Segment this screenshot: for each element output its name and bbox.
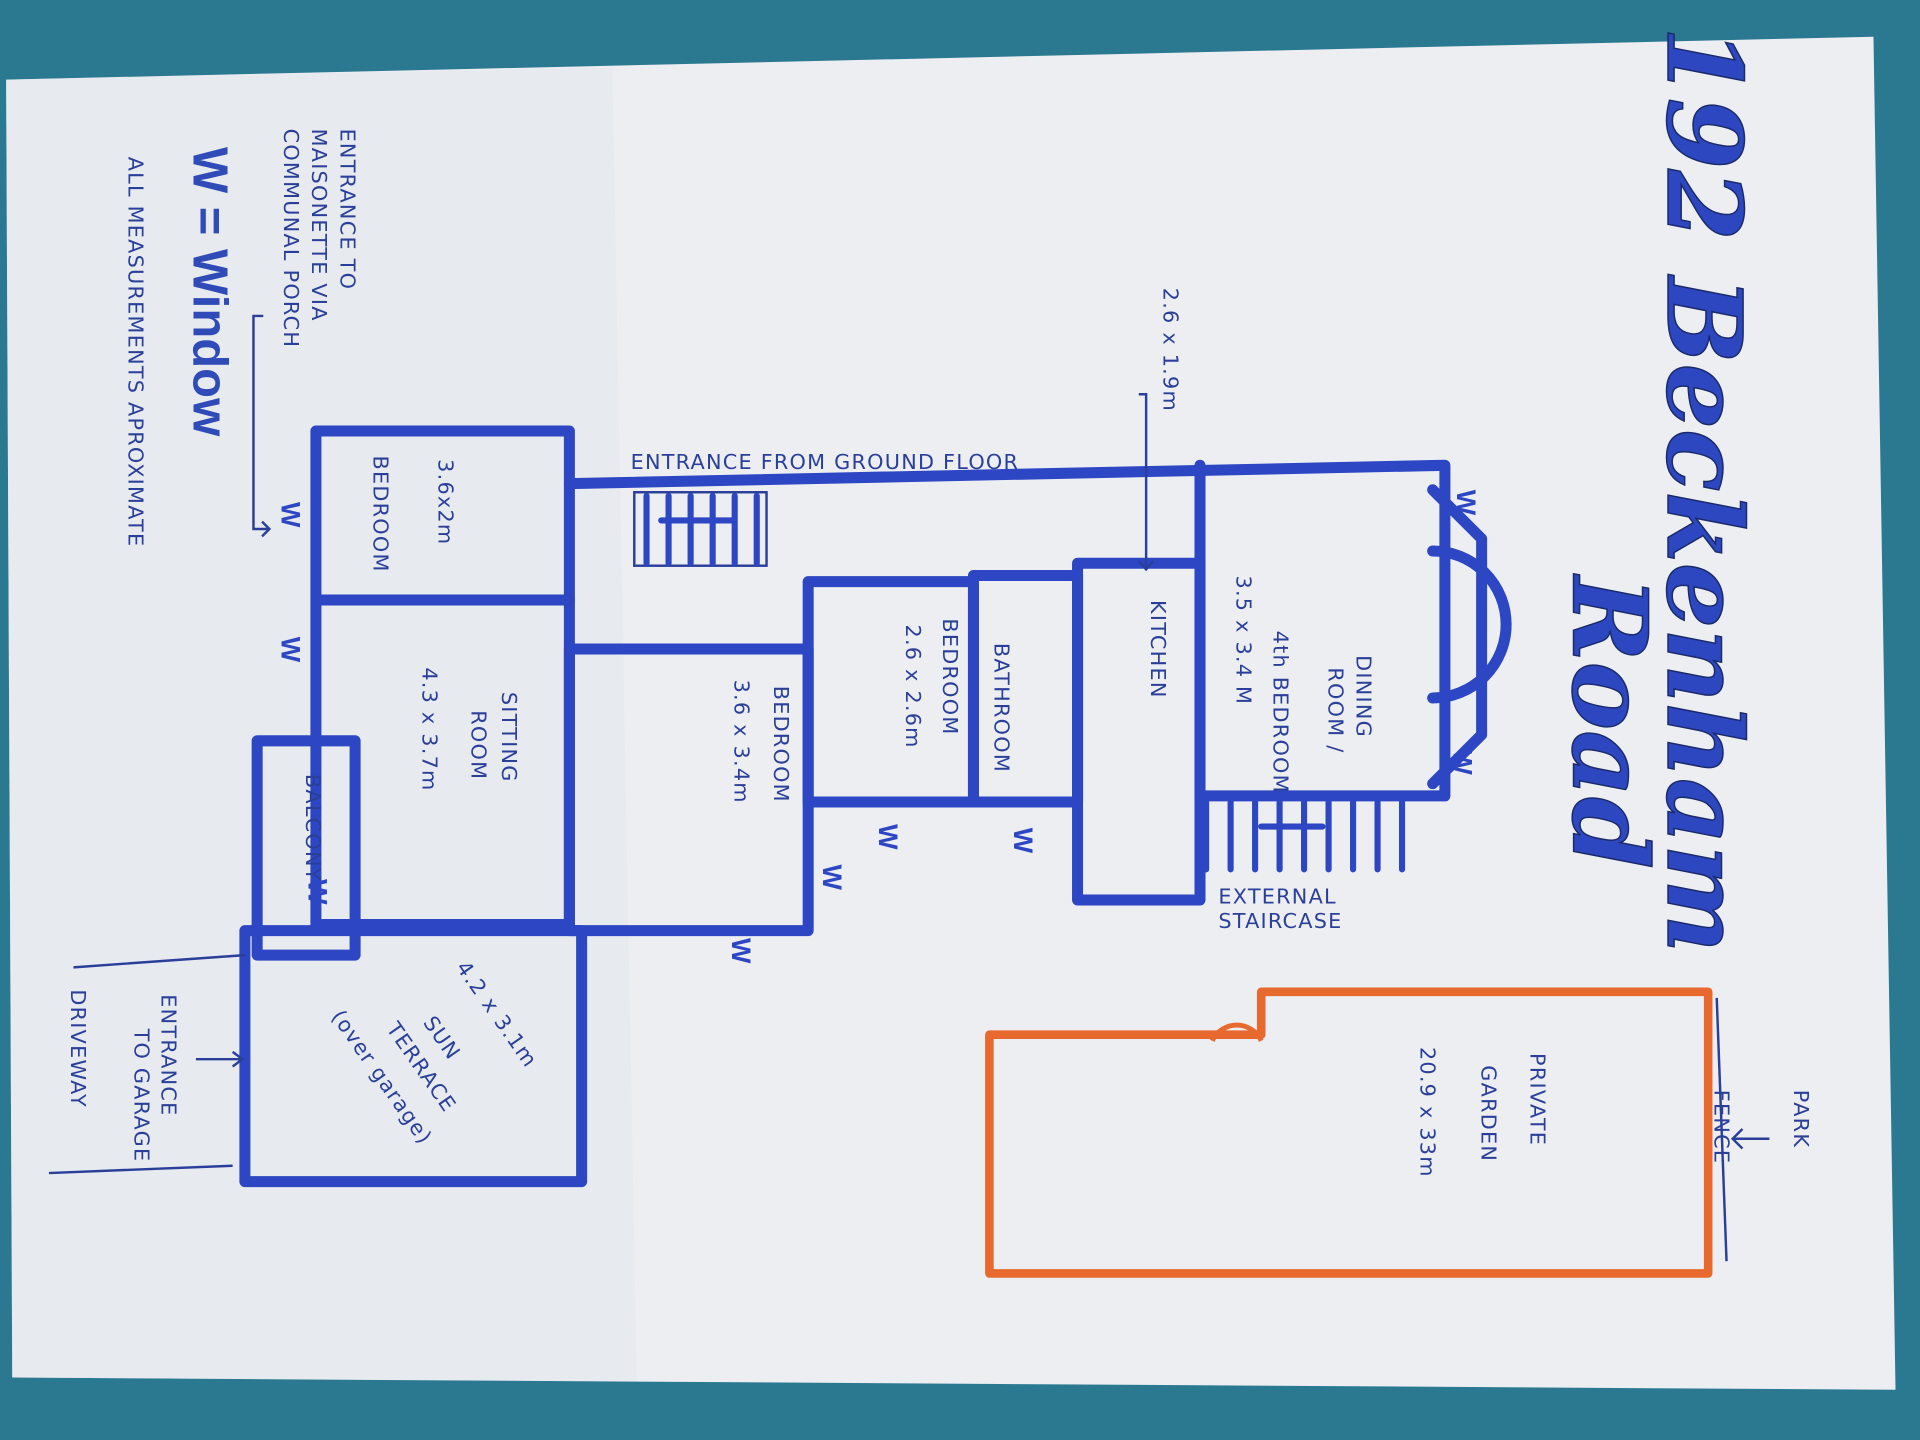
entrance-note-line2: MAISONETTE VIA [307, 129, 331, 322]
room-name: BEDROOM [769, 686, 793, 803]
garden-name: GARDEN [1477, 1065, 1501, 1162]
garage-entrance-line1: ENTRANCE [157, 994, 181, 1116]
title-line2: Road [1548, 573, 1669, 869]
room-size: 3.5 x 3.4 M [1232, 576, 1256, 706]
entrance-from-ground-floor: ENTRANCE FROM GROUND FLOOR [631, 450, 1020, 474]
room-dining: DINING ROOM / 4th BEDROOM 3.5 x 3.4 M [1232, 576, 1376, 794]
room-size: 3.6x2m [433, 459, 457, 545]
hall-dimension-arrow [1137, 393, 1155, 572]
window-mark: W [817, 864, 847, 890]
room-size: 4.3 x 3.7m [417, 667, 441, 791]
window-mark: W [276, 637, 306, 663]
entrance-arrow [252, 314, 272, 538]
window-key: W = Window [182, 147, 236, 437]
internal-staircase [633, 491, 768, 567]
window-mark: W [1451, 490, 1481, 516]
private-garden: PRIVATE GARDEN 20.9 x 33m [985, 987, 1713, 1278]
window-mark: W [276, 502, 306, 528]
room-name: 4th BEDROOM [1268, 631, 1292, 794]
room-name: DINING [1352, 655, 1376, 738]
legend: ENTRANCE TO MAISONETTE VIA COMMUNAL PORC… [124, 129, 360, 548]
garage-entrance-line2: TO GARAGE [130, 1028, 154, 1163]
walls [239, 425, 1512, 1188]
hall-dimension: 2.6 x 1.9m [1158, 288, 1182, 412]
external-staircase-line2: STAIRCASE [1218, 909, 1342, 933]
room-name: BEDROOM [938, 618, 962, 735]
room-name: ROOM [466, 710, 490, 780]
park-arrow [1730, 1128, 1770, 1150]
room-kitchen: KITCHEN [1146, 600, 1170, 699]
room-name: SITTING [497, 692, 521, 783]
room-name: ROOM / [1324, 667, 1348, 753]
garden-size: 20.9 x 33m [1415, 1047, 1439, 1178]
room-bedroom-large: BEDROOM 3.6 x 3.4m [730, 680, 793, 804]
room-bathroom: BATHROOM [989, 643, 1013, 773]
entrance-note-line1: ENTRANCE TO [335, 129, 359, 291]
measurement-note: ALL MEASUREMENTS APROXIMATE [124, 157, 148, 548]
window-markers: W W W W W W W W W [276, 490, 1482, 964]
garage-entrance: ENTRANCE TO GARAGE DRIVEWAY [48, 953, 245, 1175]
window-mark: W [726, 938, 756, 964]
driveway-line [48, 953, 245, 1175]
window-mark: W [1447, 749, 1477, 775]
external-staircase-line1: EXTERNAL [1218, 885, 1336, 909]
room-balcony: BALCONY [301, 774, 325, 882]
room-bedroom-small: 3.6x2m BEDROOM [368, 456, 457, 573]
entrance-note-line3: COMMUNAL PORCH [279, 129, 303, 349]
room-bedroom-mid: BEDROOM 2.6 x 2.6m [901, 618, 962, 748]
window-mark: W [873, 824, 903, 850]
room-sitting-room: SITTING ROOM 4.3 x 3.7m [417, 667, 521, 791]
external-staircase: EXTERNAL STAIRCASE [1203, 798, 1406, 933]
room-name: BEDROOM [368, 456, 392, 573]
driveway-label: DRIVEWAY [66, 989, 90, 1108]
window-mark: W [1008, 828, 1038, 854]
window-mark: W [303, 879, 333, 905]
fence-label: FENCE [1709, 1090, 1733, 1164]
title-line1: 192 Beckenham [1643, 26, 1764, 953]
garden-name: PRIVATE [1526, 1053, 1550, 1146]
room-size: 3.6 x 3.4m [730, 680, 754, 804]
fence-line [1715, 997, 1728, 1262]
park-label: PARK [1789, 1090, 1813, 1149]
room-size: 2.6 x 2.6m [901, 624, 925, 748]
